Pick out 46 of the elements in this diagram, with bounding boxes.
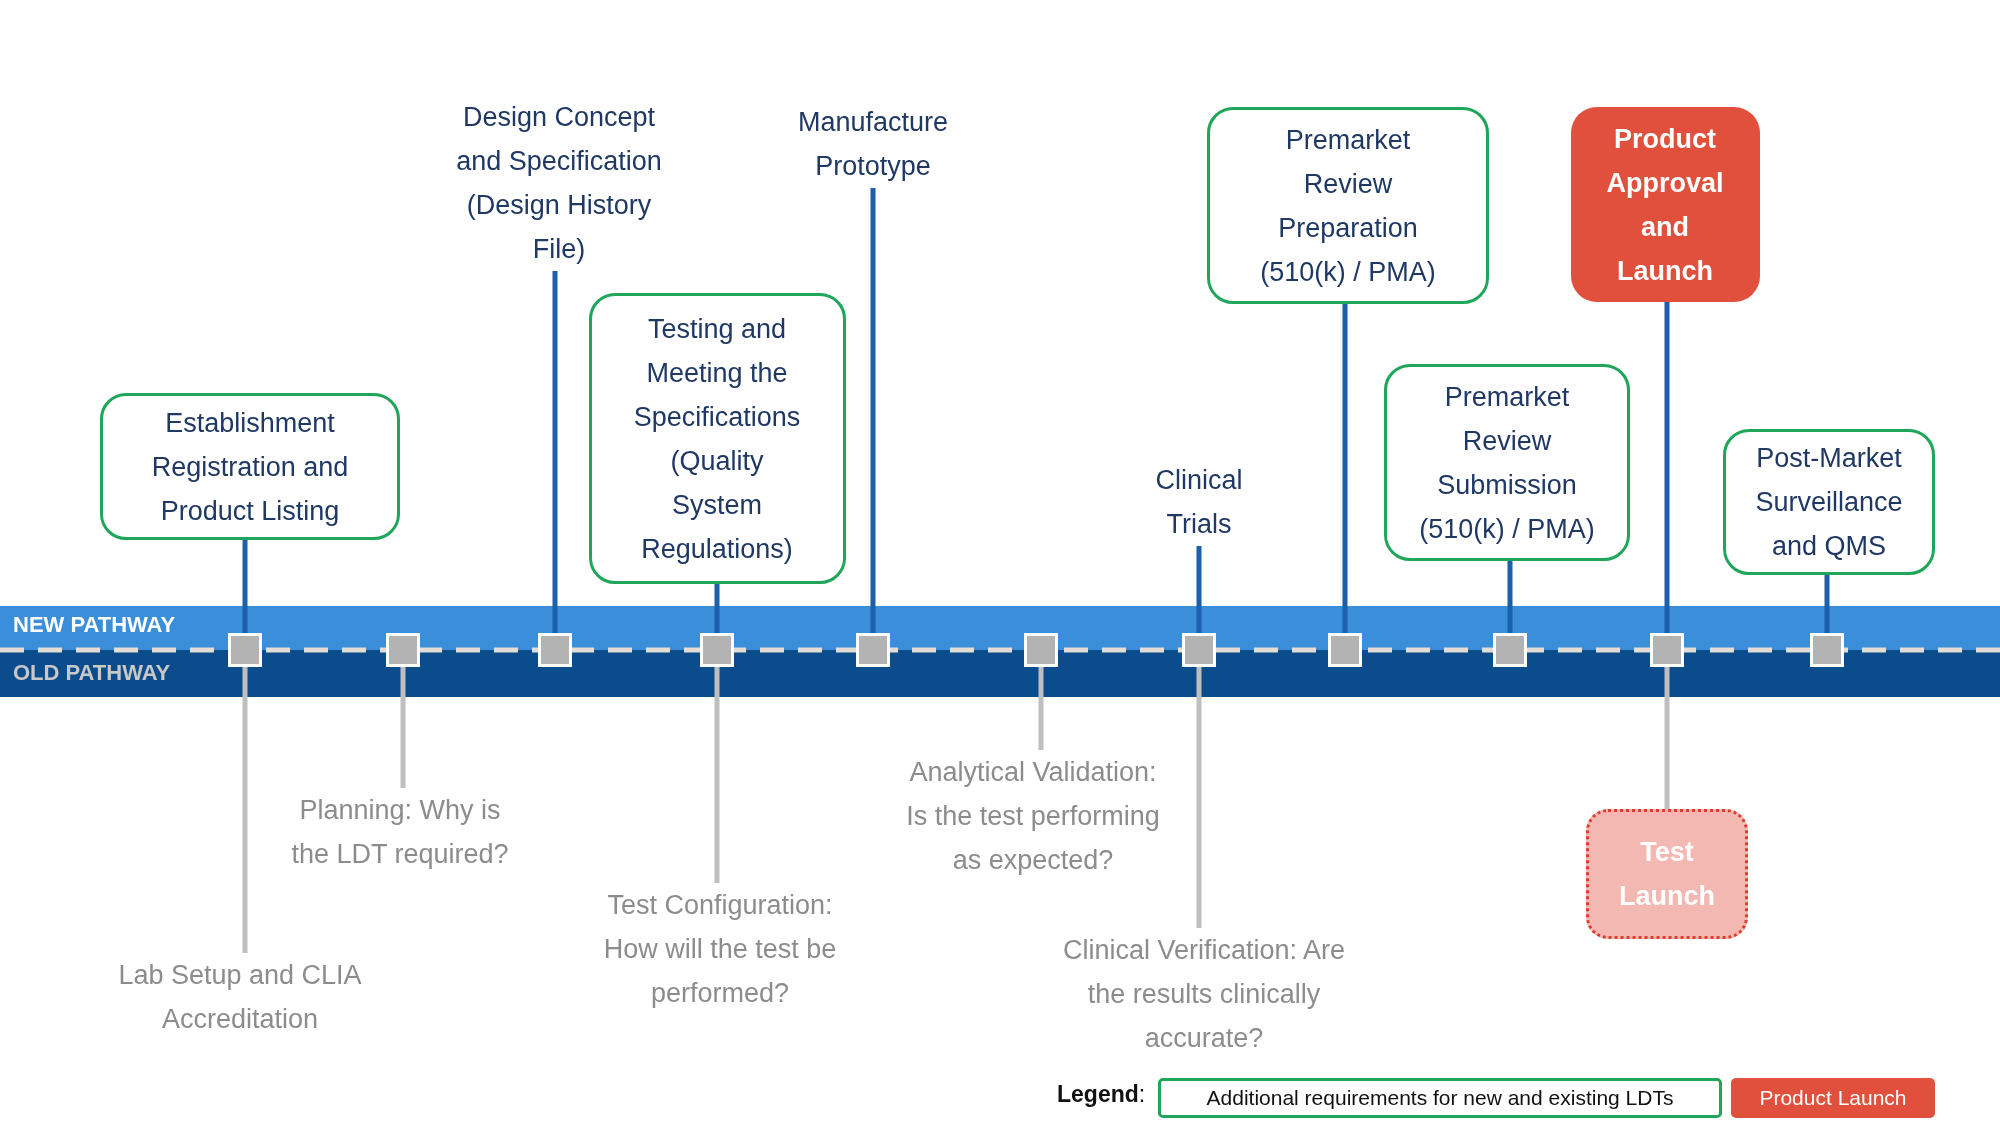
legend-item: Additional requirements for new and existing LDTs (1158, 1078, 1722, 1118)
leader-line (1824, 575, 1830, 633)
requirement-box: Establishment Registration and Product Listing (100, 393, 400, 540)
leader-line (242, 540, 248, 633)
milestone-square (538, 633, 572, 667)
legend-item: Product Launch (1731, 1078, 1935, 1118)
new-pathway-label: NEW PATHWAY (13, 612, 176, 638)
test-launch-box: Test Launch (1586, 809, 1748, 939)
old-pathway-label: OLD PATHWAY (13, 660, 171, 686)
milestone-square (700, 633, 734, 667)
requirement-box: Post-Market Surveillance and QMS (1723, 429, 1935, 575)
milestone-square (1810, 633, 1844, 667)
milestone-square (1328, 633, 1362, 667)
leader-line (714, 584, 720, 633)
milestone-square (1650, 633, 1684, 667)
milestone-label: Clinical Trials (1124, 458, 1274, 546)
legacy-step-label: Analytical Validation: Is the test performing as expected? (902, 750, 1164, 882)
leader-line (1196, 667, 1202, 928)
leader-line (870, 188, 876, 633)
leader-line (1342, 304, 1348, 633)
key-heading: Legend: (1057, 1081, 1146, 1108)
milestone-square (856, 633, 890, 667)
leader-line (1664, 667, 1670, 809)
milestone-square (1182, 633, 1216, 667)
milestone-label: Manufacture Prototype (763, 100, 983, 188)
leader-line (242, 667, 248, 953)
legacy-step-label: Lab Setup and CLIA Accreditation (90, 953, 390, 1041)
milestone-square (386, 633, 420, 667)
milestone-square (1493, 633, 1527, 667)
leader-line (552, 271, 558, 633)
leader-line (1196, 546, 1202, 633)
milestone-square (228, 633, 262, 667)
launch-box: Product Approval and Launch (1570, 107, 1760, 302)
milestone-square (1024, 633, 1058, 667)
legacy-step-label: Test Configuration: How will the test be performed? (601, 883, 839, 1015)
milestone-label: Design Concept and Specification (Design History File) (451, 95, 667, 271)
requirement-box: Testing and Meeting the Specifications (Quality System Regulations) (588, 293, 846, 584)
leader-line (1664, 302, 1670, 633)
leader-line (400, 667, 406, 788)
legacy-step-label: Planning: Why is the LDT required? (287, 788, 513, 876)
legacy-step-label: Clinical Verification: Are the results clinically accurate? (1046, 928, 1362, 1060)
requirement-box: Premarket Review Preparation (510(k) / PMA) (1207, 107, 1489, 304)
leader-line (1507, 561, 1513, 633)
leader-line (714, 667, 720, 883)
leader-line (1038, 667, 1044, 750)
requirement-box: Premarket Review Submission (510(k) / PMA) (1384, 364, 1630, 561)
